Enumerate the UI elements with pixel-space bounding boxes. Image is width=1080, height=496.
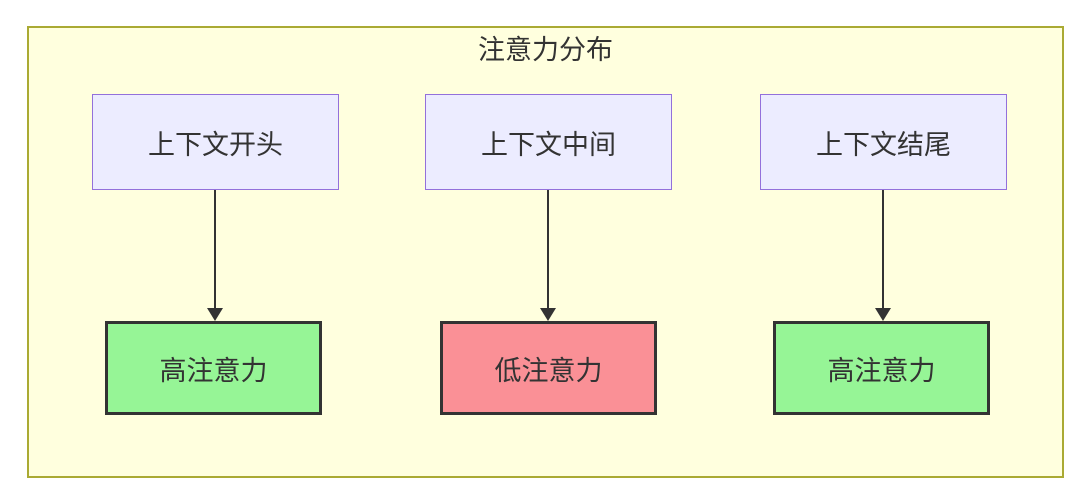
source-node-context-start: 上下文开头	[92, 94, 339, 190]
arrow-context-end-to-result	[875, 190, 891, 321]
arrow-head-icon	[540, 308, 556, 321]
result-node-low-attention-label: 低注意力	[494, 355, 603, 386]
arrow-head-icon	[875, 308, 891, 321]
diagram-title: 注意力分布	[478, 35, 613, 65]
attention-distribution-diagram: 注意力分布 上下文开头 高注意力 上下文中间 低注意力 上下文结尾	[27, 26, 1064, 478]
result-node-high-attention-1: 高注意力	[105, 321, 322, 415]
arrow-context-start-to-result	[207, 190, 223, 321]
result-node-high-attention-2: 高注意力	[773, 321, 990, 415]
arrow-context-middle-to-result	[540, 190, 556, 321]
source-node-context-end-label: 上下文结尾	[816, 129, 951, 160]
source-node-context-end: 上下文结尾	[760, 94, 1007, 190]
source-node-context-middle: 上下文中间	[425, 94, 672, 190]
result-node-high-attention-2-label: 高注意力	[827, 355, 936, 386]
arrow-line	[547, 190, 549, 309]
source-node-context-middle-label: 上下文中间	[481, 129, 616, 160]
result-node-low-attention: 低注意力	[440, 321, 657, 415]
source-node-context-start-label: 上下文开头	[148, 129, 283, 160]
arrow-head-icon	[207, 308, 223, 321]
arrow-line	[214, 190, 216, 309]
arrow-line	[882, 190, 884, 309]
result-node-high-attention-1-label: 高注意力	[159, 355, 268, 386]
